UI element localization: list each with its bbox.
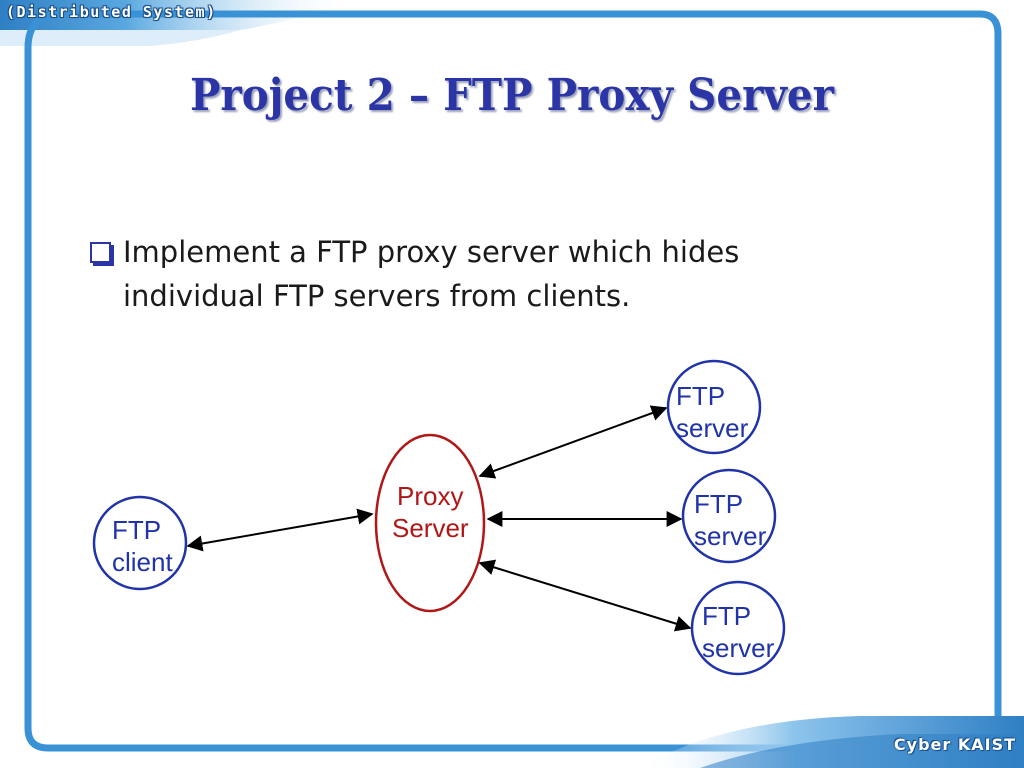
client-proxy-link [186,508,374,552]
slide-title: Project 2 – FTP Proxy Server [189,70,835,121]
proxy-server3-link [478,559,692,632]
client-label: FTP client [112,515,173,577]
proxy-node [374,433,486,613]
server-label-1: FTP server [676,381,749,443]
cyber-kaist-logo: Cyber KAIST [893,735,1016,754]
bullet-text: Implement a FTP proxy server which hides… [123,235,740,313]
proxy-server1-link [478,405,668,479]
server-node-1 [666,359,762,455]
server-node-3 [690,580,786,676]
server-label-2: FTP server [694,489,767,551]
bullet-item: Implement a FTP proxy server which hides… [90,230,850,318]
proxy-label: Proxy Server [392,481,469,543]
server-label-3: FTP server [702,601,775,663]
checkbox-bullet-icon [90,242,111,263]
server-node-2 [681,468,777,564]
client-node [92,495,188,591]
course-label: (Distributed System) [6,3,217,21]
